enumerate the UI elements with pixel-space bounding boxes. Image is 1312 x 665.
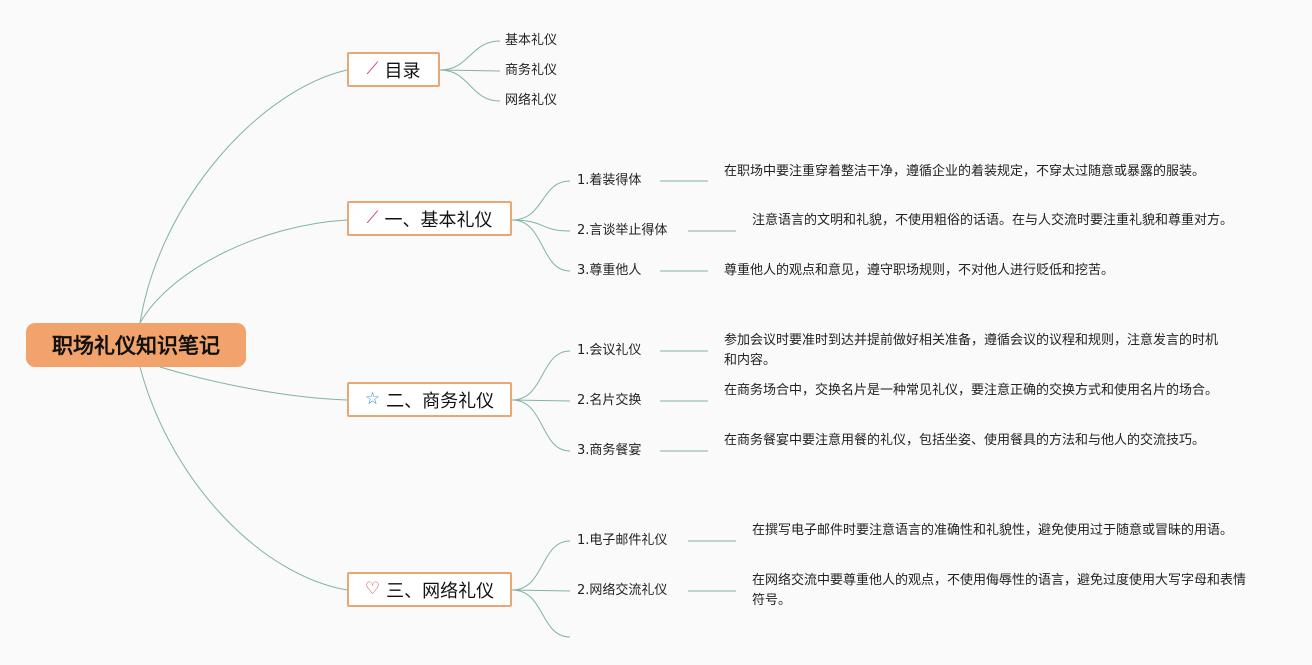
root-node[interactable]: 职场礼仪知识笔记: [26, 323, 246, 367]
topic-desc: 在撰写电子邮件时要注意语言的准确性和礼貌性，避免使用过于随意或冒昧的用语。: [752, 523, 1234, 538]
topic-desc: 在网络交流中要尊重他人的观点，不使用侮辱性的语言，避免过度使用大写字母和表情符号…: [752, 573, 1247, 608]
topic-desc: 尊重他人的观点和意见，遵守职场规则，不对他人进行贬低和挖苦。: [724, 263, 1115, 278]
magic-wand-icon: ⟋: [366, 208, 379, 228]
topic-item[interactable]: 1.电子邮件礼仪: [577, 533, 668, 548]
heart-icon: ♡: [364, 579, 381, 599]
branch-label: 三、网络礼仪: [386, 580, 495, 602]
topic-desc: 在商务场合中，交换名片是一种常见礼仪，要注意正确的交换方式和使用名片的场合。: [724, 383, 1219, 398]
topic-item[interactable]: 3.尊重他人: [577, 263, 642, 278]
branch-toc[interactable]: ⟋ 目录: [347, 52, 440, 87]
topic-item[interactable]: 2.言谈举止得体: [577, 223, 668, 238]
root-title: 职场礼仪知识笔记: [52, 334, 220, 358]
branch-label: 一、基本礼仪: [384, 209, 493, 231]
toc-item[interactable]: 商务礼仪: [505, 63, 558, 78]
topic-desc: 在商务餐宴中要注意用餐的礼仪，包括坐姿、使用餐具的方法和与他人的交流技巧。: [724, 433, 1206, 448]
toc-item[interactable]: 基本礼仪: [505, 33, 558, 48]
topic-item[interactable]: 2.网络交流礼仪: [577, 583, 668, 598]
branch-basic[interactable]: ⟋ 一、基本礼仪: [347, 201, 512, 236]
topic-desc: 在职场中要注重穿着整洁干净，遵循企业的着装规定，不穿太过随意或暴露的服装。: [724, 164, 1206, 179]
topic-item[interactable]: 1.会议礼仪: [577, 343, 642, 358]
topic-desc: 参加会议时要准时到达并提前做好相关准备，遵循会议的议程和规则，注意发言的时机和内…: [724, 333, 1219, 368]
topic-item[interactable]: 1.着装得体: [577, 173, 642, 188]
magic-wand-icon: ⟋: [366, 59, 379, 79]
star-icon: ☆: [364, 389, 381, 409]
branch-label: 目录: [384, 60, 421, 82]
topic-desc: 注意语言的文明和礼貌，不使用粗俗的话语。在与人交流时要注重礼貌和尊重对方。: [752, 213, 1234, 228]
branch-label: 二、商务礼仪: [386, 390, 495, 412]
toc-item[interactable]: 网络礼仪: [505, 93, 558, 108]
branch-network[interactable]: ♡ 三、网络礼仪: [347, 572, 512, 607]
branch-business[interactable]: ☆ 二、商务礼仪: [347, 382, 512, 417]
topic-item[interactable]: 3.商务餐宴: [577, 443, 642, 458]
topic-item[interactable]: 2.名片交换: [577, 393, 642, 408]
